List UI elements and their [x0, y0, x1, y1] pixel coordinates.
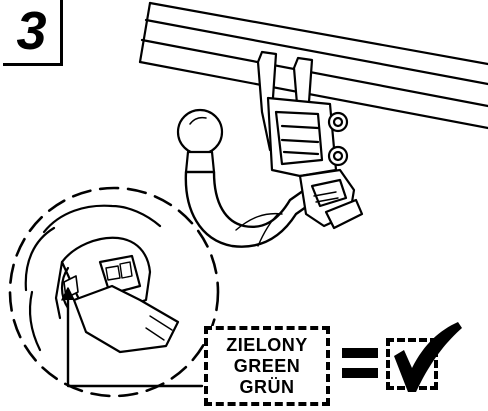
- step-number-box: 3: [3, 0, 63, 66]
- socket-housing: [298, 168, 364, 230]
- step-number: 3: [16, 0, 47, 61]
- tow-ball: [176, 108, 224, 174]
- wire-color-label: ZIELONY GREEN GRÜN: [204, 326, 330, 406]
- equals-sign: [342, 346, 378, 380]
- mounting-bracket: [256, 50, 349, 178]
- leader-line: [66, 294, 204, 388]
- label-english: GREEN: [233, 355, 301, 376]
- label-german: GRÜN: [239, 376, 295, 397]
- check-box: [386, 338, 438, 390]
- towbar-arm: [184, 170, 318, 248]
- chassis-beam: [138, 1, 488, 130]
- label-polish: ZIELONY: [226, 334, 308, 355]
- detail-socket: [54, 236, 180, 354]
